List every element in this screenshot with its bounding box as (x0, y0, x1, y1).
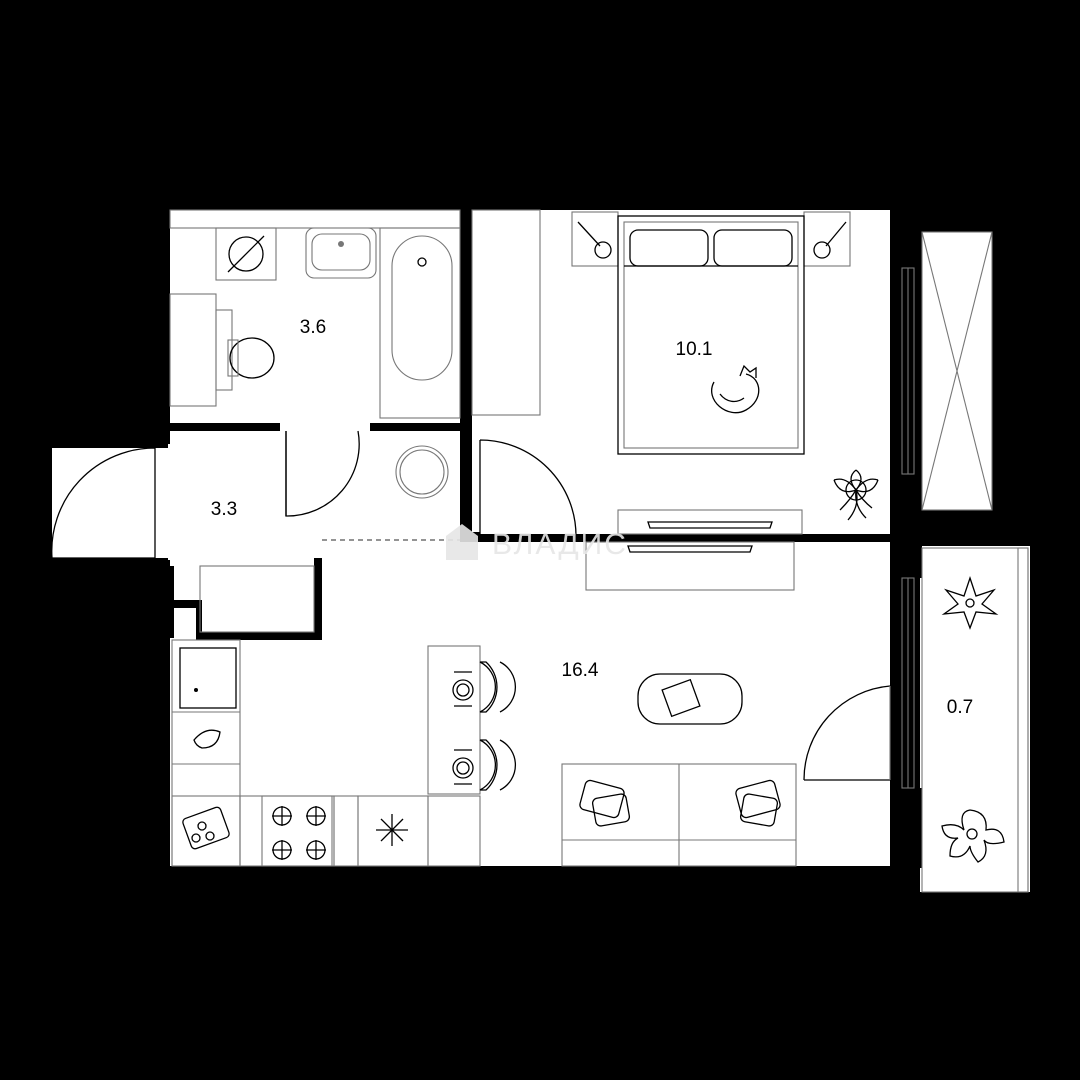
room-area-label-bathroom: 3.6 (300, 317, 326, 338)
tv-icon (647, 521, 773, 529)
wardrobe-icon (199, 565, 315, 633)
chair-back (499, 661, 516, 713)
bar-counter-icon (427, 645, 481, 795)
bed-icon (617, 215, 805, 455)
sink-icon (179, 647, 237, 709)
water-drop-icon (193, 729, 221, 749)
pillow-icon (579, 779, 625, 819)
pillow-icon (735, 779, 781, 819)
room-area-label-hall: 3.3 (211, 499, 237, 520)
bathroom-door-icon (285, 430, 360, 517)
snowflake-icon (376, 814, 408, 846)
burner-icon (272, 806, 292, 826)
tv-stand-icon (617, 509, 803, 535)
burner-icon (306, 806, 326, 826)
table-icon (637, 673, 743, 725)
sink-icon (305, 227, 377, 279)
bathroom: 3.6 (169, 209, 461, 419)
entrance-door-icon (51, 447, 156, 559)
burner-icon (272, 840, 292, 860)
plant-icon (833, 469, 879, 521)
tv-stand-icon (585, 541, 795, 591)
watermark: ВЛАДИС (446, 524, 628, 561)
plate-icon (452, 757, 474, 779)
bedroom: 10.1 (471, 209, 879, 537)
balcony: 0.7 (921, 547, 1029, 893)
tv-icon (627, 545, 753, 553)
plant-icon (941, 809, 1005, 863)
balcony-door-icon (803, 685, 891, 781)
washing-machine-icon (215, 227, 277, 281)
cat-icon (711, 364, 760, 414)
watermark-logo-icon (446, 524, 478, 560)
round-ottoman-icon (395, 445, 449, 499)
room-area-label-balcony: 0.7 (947, 697, 973, 718)
plate-icon (452, 679, 474, 701)
walls (144, 184, 926, 896)
bedroom-door-icon (479, 439, 577, 537)
washing-machine-drum (228, 236, 264, 272)
loggia-upper (921, 231, 993, 511)
hall: 3.3 (51, 430, 460, 633)
bedroom-wardrobe-icon (471, 209, 541, 416)
burner-icon (306, 840, 326, 860)
living-kitchen: 16.4 (171, 541, 891, 867)
toilet-icon (229, 337, 275, 379)
room-area-label-bedroom: 10.1 (676, 339, 713, 360)
chair-icon (479, 661, 498, 713)
window-icon (901, 267, 915, 789)
bathtub-icon (379, 227, 461, 419)
watermark-text: ВЛАДИС (492, 528, 628, 561)
book-icon (661, 678, 701, 718)
chair-icon (479, 739, 498, 791)
room-area-label-living-kitchen: 16.4 (562, 660, 599, 681)
chair-back (499, 739, 516, 791)
plant-icon (941, 575, 999, 630)
